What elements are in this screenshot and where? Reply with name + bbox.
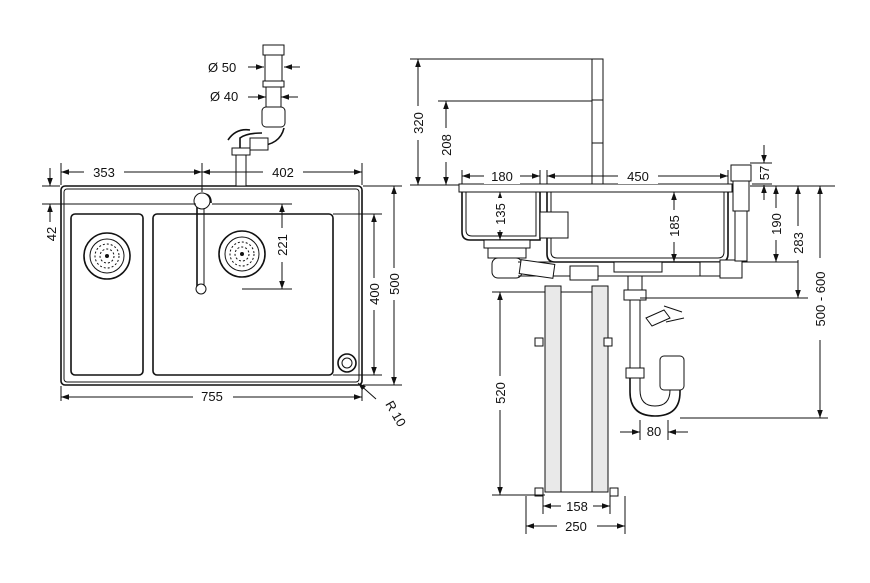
siphon-trap	[623, 275, 685, 417]
connecting-pipe	[518, 259, 743, 281]
sink-inner-rim	[63, 188, 360, 383]
dim-trap-offset: 80	[647, 424, 661, 439]
dim-pop-up-height: 57	[757, 166, 772, 180]
right-bowl	[152, 213, 334, 376]
right-waste-fitting	[613, 261, 663, 273]
dim-overflow-height: 190	[769, 213, 784, 235]
dim-total-depth: 500	[387, 273, 402, 295]
dim-right-bowl-width: 450	[627, 169, 649, 184]
dim-lower-diameter: Ø 40	[210, 89, 238, 104]
dim-faucet-arm-height: 208	[439, 134, 454, 156]
dim-faucet-height: 320	[411, 112, 426, 134]
cabinet-leg	[534, 285, 619, 497]
dim-top-offset: 42	[44, 227, 59, 241]
faucet-spout	[193, 192, 212, 295]
right-drain-icon	[218, 230, 266, 278]
left-bowl	[70, 213, 144, 376]
side-view-dimensions: 320 208 180 450 135 185 57 190 283 500 -…	[410, 58, 835, 534]
dim-upper-diameter: Ø 50	[208, 60, 236, 75]
dim-drain-offset: 221	[275, 234, 290, 256]
pop-up-button-icon	[337, 353, 357, 373]
dim-left-bowl-width: 180	[491, 169, 513, 184]
dim-bowl-right-width: 402	[272, 165, 294, 180]
overflow-column	[730, 164, 752, 262]
dim-left-bowl-depth: 135	[493, 203, 508, 225]
top-view-dimensions: 353 402 755 42 221 400 500 R 10 Ø 50 Ø 4…	[42, 60, 409, 429]
dim-right-bowl-depth: 185	[667, 215, 682, 237]
dim-leg-inner-width: 158	[566, 499, 588, 514]
dim-leg-outer-width: 250	[565, 519, 587, 534]
dim-cabinet-height: 520	[493, 382, 508, 404]
sink-rim	[458, 183, 733, 193]
dim-total-width: 755	[201, 389, 223, 404]
top-view: 353 402 755 42 221 400 500 R 10 Ø 50 Ø 4…	[42, 44, 409, 429]
right-bowl-section	[546, 192, 729, 263]
sink-outline	[60, 185, 363, 386]
dim-trap-height: 283	[791, 232, 806, 254]
left-bowl-section	[461, 192, 541, 241]
dim-bowl-left-width: 353	[93, 165, 115, 180]
dim-install-height: 500 - 600	[813, 272, 828, 327]
left-waste-fitting	[483, 239, 531, 279]
dim-corner-radius: R 10	[382, 398, 409, 429]
left-drain-icon	[83, 232, 131, 280]
faucet-column	[591, 58, 604, 186]
dim-bowl-depth: 400	[367, 283, 382, 305]
side-view: 320 208 180 450 135 185 57 190 283 500 -…	[410, 58, 835, 534]
